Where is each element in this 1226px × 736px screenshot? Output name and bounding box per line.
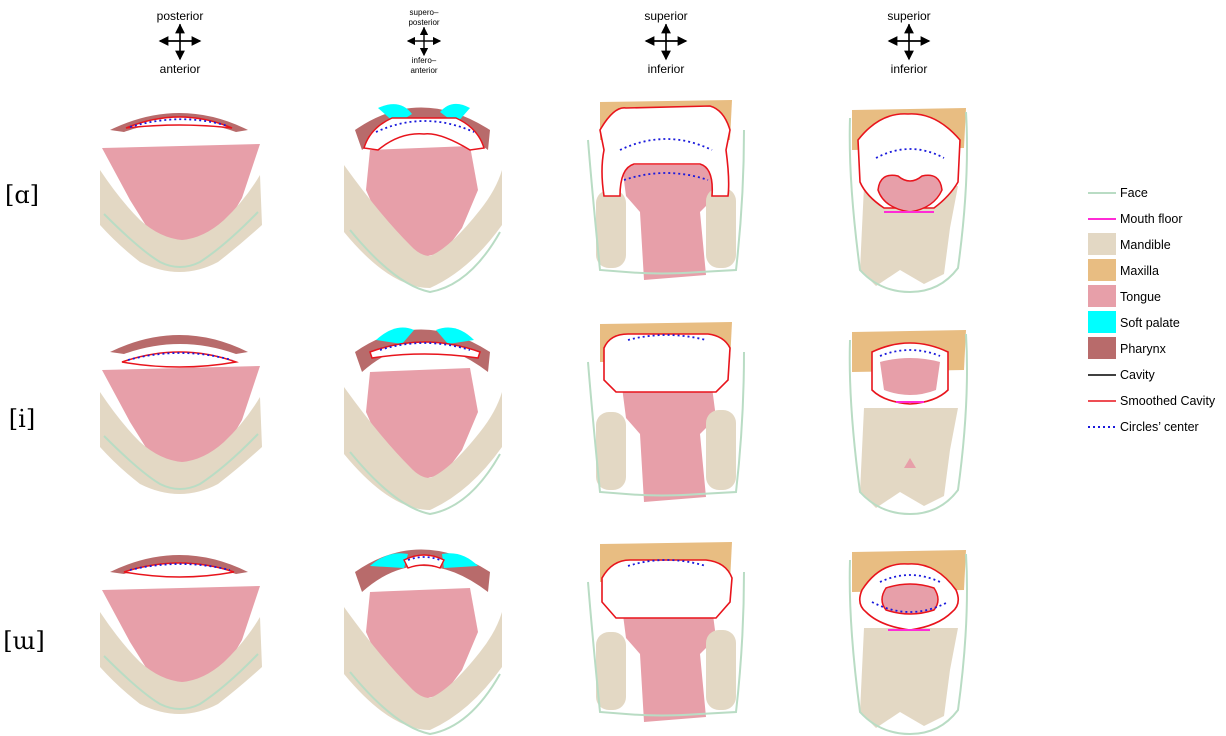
vowel-a-supero-posterior-view	[344, 104, 502, 292]
legend-item-maxilla: Maxilla	[1088, 259, 1159, 281]
orientation-bottom-label: infero–	[412, 56, 437, 65]
legend-item-mandible: Mandible	[1088, 233, 1171, 255]
row-label-a: [ɑ]	[5, 181, 39, 209]
legend-label: Maxilla	[1120, 264, 1159, 278]
vowel-i-superior-view	[588, 322, 744, 502]
orientation-bottom-label: anterior	[160, 62, 201, 76]
vowel-u-posterior-view	[100, 555, 262, 714]
legend-item-soft-palate: Soft palate	[1088, 311, 1180, 333]
legend-label: Cavity	[1120, 368, 1155, 382]
legend-item-tongue: Tongue	[1088, 285, 1161, 307]
orientation-col1: posterior anterior	[157, 9, 204, 76]
legend-label: Mandible	[1120, 238, 1171, 252]
legend-label: Mouth floor	[1120, 212, 1183, 226]
row-label-i: [i]	[9, 405, 35, 433]
orientation-bottom-label: anterior	[410, 66, 437, 75]
legend-item-face: Face	[1088, 186, 1148, 200]
vowel-u-supero-posterior-view	[344, 550, 502, 735]
legend-item-cavity: Cavity	[1088, 368, 1155, 382]
vowel-a-superior-view	[588, 100, 744, 280]
vowel-a-coronal-view	[850, 108, 967, 292]
orientation-top-label: posterior	[408, 18, 439, 27]
row-label-u: [ɯ]	[3, 627, 44, 655]
orientation-bottom-label: inferior	[891, 62, 928, 76]
legend-item-smoothed-cavity: Smoothed Cavity	[1088, 394, 1216, 408]
legend-label: Face	[1120, 186, 1148, 200]
legend: Face Mouth floor Mandible Maxilla Tongue…	[1088, 186, 1216, 434]
orientation-top-label: supero–	[410, 8, 439, 17]
orientation-top-label: superior	[644, 9, 687, 23]
legend-label: Pharynx	[1120, 342, 1167, 356]
orientation-col4: superior inferior	[887, 9, 930, 76]
legend-label: Tongue	[1120, 290, 1161, 304]
legend-item-pharynx: Pharynx	[1088, 337, 1167, 359]
orientation-col3: superior inferior	[644, 9, 687, 76]
legend-label: Smoothed Cavity	[1120, 394, 1216, 408]
legend-label: Soft palate	[1120, 316, 1180, 330]
vowel-u-superior-view	[588, 542, 744, 722]
legend-item-mouth-floor: Mouth floor	[1088, 212, 1183, 226]
vowel-i-supero-posterior-view	[344, 328, 502, 514]
vowel-i-posterior-view	[100, 335, 262, 494]
vowel-u-coronal-view	[850, 550, 967, 734]
vowel-a-posterior-view	[100, 113, 262, 272]
legend-label: Circles’ center	[1120, 420, 1199, 434]
legend-item-circles-center: Circles’ center	[1088, 420, 1199, 434]
orientation-top-label: superior	[887, 9, 930, 23]
vowel-i-coronal-view	[850, 330, 967, 514]
orientation-col2: supero– posterior infero– anterior	[408, 8, 440, 75]
orientation-top-label: posterior	[157, 9, 204, 23]
orientation-bottom-label: inferior	[648, 62, 685, 76]
